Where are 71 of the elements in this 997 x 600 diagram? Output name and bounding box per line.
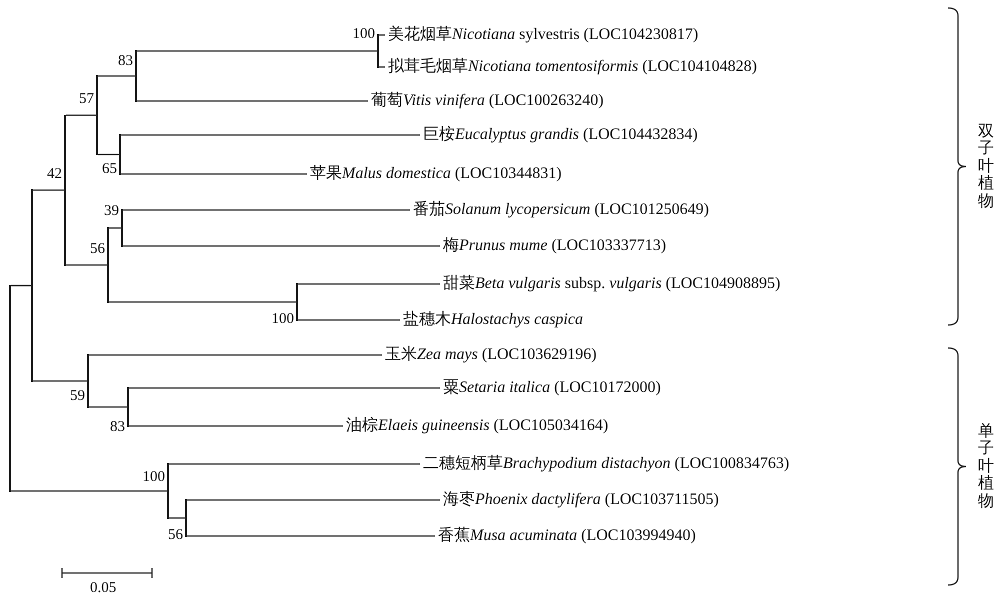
tree-branch	[121, 134, 420, 136]
common-name: 二穗短柄草	[423, 455, 503, 472]
common-name: 苹果	[310, 165, 342, 182]
common-name: 甜菜	[443, 275, 475, 292]
scientific-name: Solanum lycopersicum (LOC101250649)	[445, 201, 709, 218]
tree-branch	[66, 114, 96, 116]
clade-label: 双子叶植物	[978, 122, 994, 210]
tree-branch	[121, 173, 307, 175]
clade-label: 单子叶植物	[978, 422, 994, 510]
scientific-name: Elaeis guineensis (LOC105034164)	[378, 417, 608, 434]
tree-branch	[169, 463, 420, 465]
bootstrap-value: 100	[142, 469, 165, 486]
bootstrap-value: 57	[78, 91, 94, 108]
common-name: 海枣	[443, 491, 475, 508]
scientific-name: Setaria italica (LOC10172000)	[459, 379, 661, 396]
tree-branch	[11, 490, 167, 492]
tree-branch	[33, 189, 64, 191]
tree-branch	[109, 301, 296, 303]
tree-branch	[66, 264, 107, 266]
common-name: 美花烟草	[388, 26, 452, 43]
tree-branch	[89, 406, 127, 408]
tree-branch	[33, 380, 87, 382]
bootstrap-value: 39	[103, 203, 119, 220]
scientific-name: Phoenix dactylifera (LOC103711505)	[475, 491, 719, 508]
scale-value: 0.05	[90, 580, 116, 597]
scientific-name: Nicotiana sylvestris (LOC104230817)	[452, 26, 698, 43]
bootstrap-value: 56	[89, 241, 105, 258]
tree-branch	[187, 535, 435, 537]
tree-branch	[123, 245, 440, 247]
tree-branch	[123, 209, 410, 211]
tree-branch	[98, 75, 135, 77]
bootstrap-value: 83	[117, 53, 133, 70]
common-name: 玉米	[385, 346, 417, 363]
bootstrap-value: 59	[69, 388, 85, 405]
tree-branch	[298, 283, 440, 285]
common-name: 拟茸毛烟草	[388, 58, 468, 75]
scientific-name: Musa acuminata (LOC103994940)	[470, 527, 696, 544]
common-name: 巨桉	[423, 126, 455, 143]
tree-branch	[187, 499, 440, 501]
bootstrap-value: 100	[352, 26, 375, 43]
scientific-name: Zea mays (LOC103629196)	[417, 346, 597, 363]
tree-branch	[169, 517, 185, 519]
common-name: 梅	[443, 237, 459, 254]
tree-branch	[137, 50, 377, 52]
common-name: 盐穗木	[403, 311, 451, 328]
tree-branch	[98, 154, 119, 156]
tree-branch	[298, 319, 400, 321]
tree-branch	[129, 387, 440, 389]
scientific-name: Malus domestica (LOC10344831)	[342, 165, 562, 182]
scientific-name: Halostachys caspica	[451, 311, 583, 328]
common-name: 粟	[443, 379, 459, 396]
scientific-name: Brachypodium distachyon (LOC100834763)	[503, 455, 790, 472]
common-name: 葡萄	[371, 92, 403, 109]
scientific-name: Eucalyptus grandis (LOC104432834)	[455, 126, 698, 143]
common-name: 香蕉	[438, 527, 470, 544]
bootstrap-value: 42	[46, 166, 62, 184]
scientific-name: Prunus mume (LOC103337713)	[459, 237, 666, 254]
scientific-name: Vitis vinifera (LOC100263240)	[403, 92, 604, 109]
bootstrap-value: 65	[101, 160, 117, 178]
scientific-name: Beta vulgaris subsp. vulgaris (LOC104908895)	[475, 275, 780, 292]
bootstrap-value: 83	[109, 419, 125, 436]
tree-branch	[109, 227, 121, 229]
tree-branch	[129, 425, 343, 427]
scientific-name: Nicotiana tomentosiformis (LOC104104828)	[468, 58, 757, 75]
bootstrap-value: 56	[167, 527, 183, 544]
bootstrap-value: 100	[270, 311, 294, 328]
tree-branch	[137, 100, 368, 102]
common-name: 番茄	[413, 201, 445, 218]
tree-branch	[89, 354, 382, 356]
common-name: 油棕	[346, 417, 378, 434]
tree-branch	[11, 284, 31, 286]
